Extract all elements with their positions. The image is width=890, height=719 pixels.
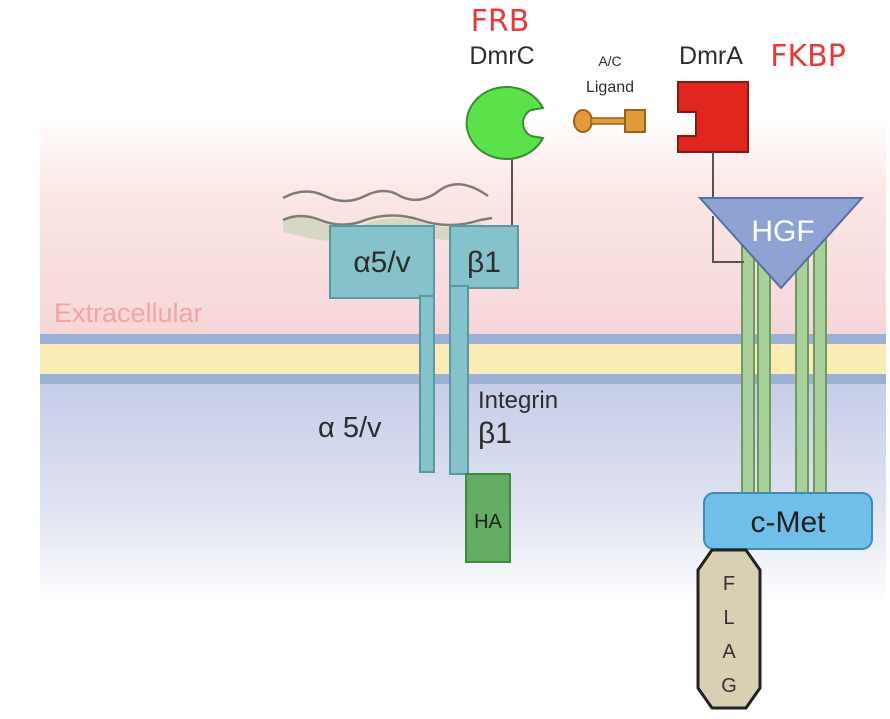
dmra-domain bbox=[677, 81, 749, 153]
integrin-beta-label: β1 bbox=[478, 417, 512, 450]
cmet-leg-1 bbox=[741, 235, 755, 499]
ligand-label-line1: A/C bbox=[598, 53, 621, 69]
cmet-domain bbox=[703, 492, 873, 550]
dmrc-label: DmrC bbox=[469, 42, 534, 70]
hgf-ligand bbox=[697, 197, 865, 290]
alpha-head-label: α5/v bbox=[353, 246, 410, 279]
cmet-leg-4 bbox=[813, 235, 827, 499]
dmra-label: DmrA bbox=[679, 42, 743, 70]
fkbp-label: FKBP bbox=[770, 39, 846, 74]
alpha-stem-label: α 5/v bbox=[318, 412, 382, 444]
beta-integrin-head bbox=[449, 225, 519, 289]
ac-ligand bbox=[573, 109, 646, 133]
ecm-fiber-2 bbox=[282, 214, 493, 227]
flag-letter-f: F bbox=[723, 573, 735, 595]
cmet-label: c-Met bbox=[751, 506, 827, 539]
ecm-fiber-1 bbox=[282, 183, 489, 203]
ha-label: HA bbox=[474, 511, 502, 533]
beta-head-label: β1 bbox=[467, 246, 501, 279]
ha-tag bbox=[465, 473, 511, 563]
dmrc-domain bbox=[465, 86, 545, 160]
alpha-integrin-stem bbox=[419, 295, 435, 473]
extracellular-label: Extracellular bbox=[54, 298, 203, 328]
ligand-label-line2: Ligand bbox=[586, 79, 634, 96]
cmet-leg-2 bbox=[757, 255, 771, 499]
alpha-integrin-head bbox=[329, 225, 435, 299]
hgf-label: HGF bbox=[751, 215, 814, 248]
cmet-leg-3 bbox=[795, 255, 809, 499]
hgf-tether bbox=[712, 216, 744, 263]
integrin-label: Integrin bbox=[478, 387, 558, 414]
frb-label: FRB bbox=[471, 4, 530, 39]
flag-letter-g: G bbox=[721, 675, 737, 697]
beta-integrin-stem bbox=[449, 285, 469, 475]
flag-letter-a: A bbox=[722, 641, 736, 663]
flag-tag bbox=[696, 548, 762, 710]
flag-letter-l: L bbox=[723, 607, 734, 629]
